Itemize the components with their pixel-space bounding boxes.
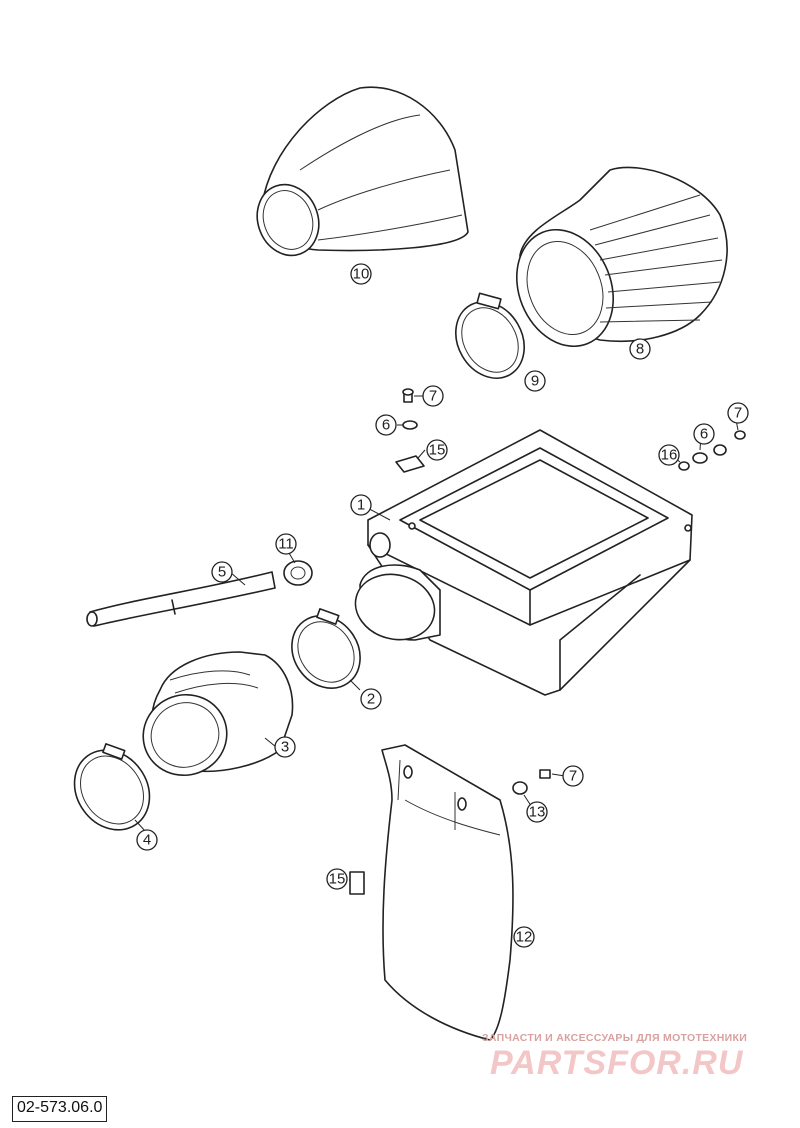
- heat-shield-part-12: [381, 744, 514, 1041]
- callout-7-right: 7: [727, 402, 749, 424]
- fasteners-shield: [349, 769, 551, 895]
- svg-text:5: 5: [218, 564, 226, 581]
- airbox-housing-part-1: [367, 429, 693, 696]
- air-filter-part-8: [515, 166, 728, 348]
- callout-6-top: 6: [375, 414, 397, 436]
- hose-clamp-part-9: [455, 292, 525, 379]
- svg-text:1: 1: [357, 497, 365, 514]
- rain-cover-part-10: [256, 86, 469, 257]
- vent-hose-part-5: [86, 571, 276, 627]
- hose-clamp-part-2: [291, 608, 361, 689]
- callout-7-shield: 7: [562, 765, 584, 787]
- svg-text:10: 10: [353, 266, 370, 283]
- svg-text:9: 9: [531, 373, 539, 390]
- svg-text:11: 11: [278, 536, 294, 553]
- svg-text:15: 15: [429, 442, 446, 459]
- svg-text:4: 4: [143, 832, 151, 849]
- callout-2: 2: [360, 688, 382, 710]
- callout-11: 11: [275, 533, 297, 555]
- svg-text:7: 7: [429, 388, 437, 405]
- watermark-logo: PARTSFOR.RU: [490, 1044, 744, 1082]
- watermark-caption: ЗАПЧАСТИ И АКСЕССУАРЫ ДЛЯ МОТОТЕХНИКИ: [482, 1032, 748, 1044]
- callout-9: 9: [524, 370, 546, 392]
- hose-clamp-part-4: [73, 743, 151, 831]
- callout-13: 13: [526, 801, 548, 823]
- svg-text:12: 12: [516, 929, 533, 946]
- svg-text:16: 16: [661, 447, 678, 464]
- callout-12: 12: [513, 926, 535, 948]
- svg-text:7: 7: [569, 768, 577, 785]
- svg-text:6: 6: [382, 417, 390, 434]
- callout-10: 10: [350, 263, 372, 285]
- callout-15-top: 15: [426, 439, 448, 461]
- svg-text:6: 6: [700, 426, 708, 443]
- callout-6-right: 6: [693, 423, 715, 445]
- callout-4: 4: [136, 829, 158, 851]
- callout-16: 16: [658, 444, 680, 466]
- svg-text:7: 7: [734, 405, 742, 422]
- svg-text:3: 3: [281, 739, 289, 756]
- intake-boot-part-3: [142, 651, 294, 777]
- callout-5: 5: [211, 561, 233, 583]
- grommet-part-11: [283, 560, 313, 586]
- fasteners-top: [395, 388, 746, 473]
- svg-text:13: 13: [529, 804, 546, 821]
- airbox-intake-neck: [354, 564, 441, 641]
- callout-3: 3: [274, 736, 296, 758]
- callout-15-shield: 15: [326, 868, 348, 890]
- callout-8: 8: [629, 338, 651, 360]
- callout-7-top: 7: [422, 385, 444, 407]
- callout-1: 1: [350, 494, 372, 516]
- svg-text:8: 8: [636, 341, 644, 358]
- diagram-code-label: 02-573.06.0: [12, 1096, 108, 1122]
- svg-text:15: 15: [329, 871, 346, 888]
- svg-text:2: 2: [367, 691, 375, 708]
